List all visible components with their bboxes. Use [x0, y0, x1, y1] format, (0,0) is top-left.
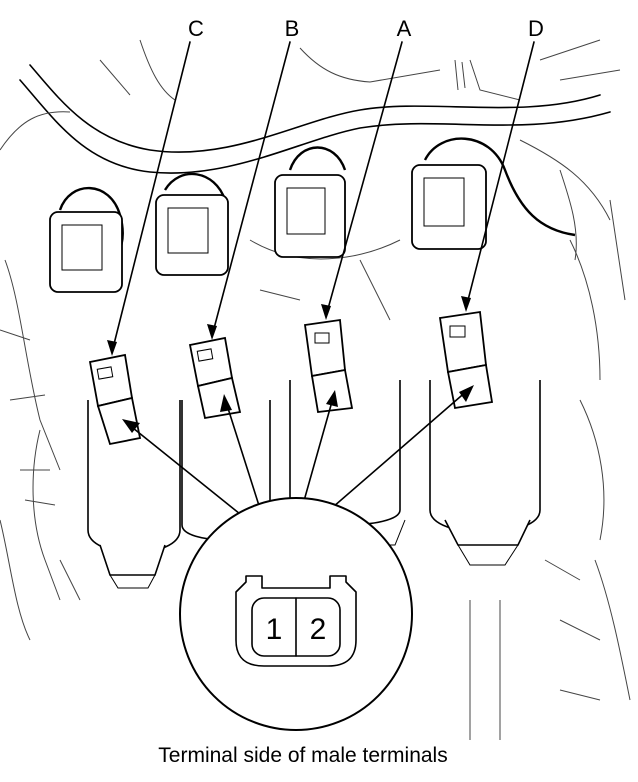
diagram-caption: Terminal side of male terminals — [158, 744, 447, 767]
solenoid-bodies — [87, 380, 541, 589]
upper-connectors — [49, 137, 576, 293]
connector-a — [303, 318, 354, 413]
pin-2-label: 2 — [310, 613, 327, 646]
magnified-terminal-view: 1 2 — [179, 497, 413, 731]
pin-1-label: 1 — [266, 613, 283, 646]
callout-label-b: B — [285, 16, 300, 41]
connector-c — [88, 353, 142, 446]
callout-label-d: D — [528, 16, 544, 41]
terminal-housing — [235, 575, 357, 667]
view-arrows — [122, 385, 474, 521]
engine-background — [0, 39, 631, 740]
callout-label-c: C — [188, 16, 204, 41]
callout-leaders — [107, 41, 535, 356]
callout-label-a: A — [397, 16, 412, 41]
